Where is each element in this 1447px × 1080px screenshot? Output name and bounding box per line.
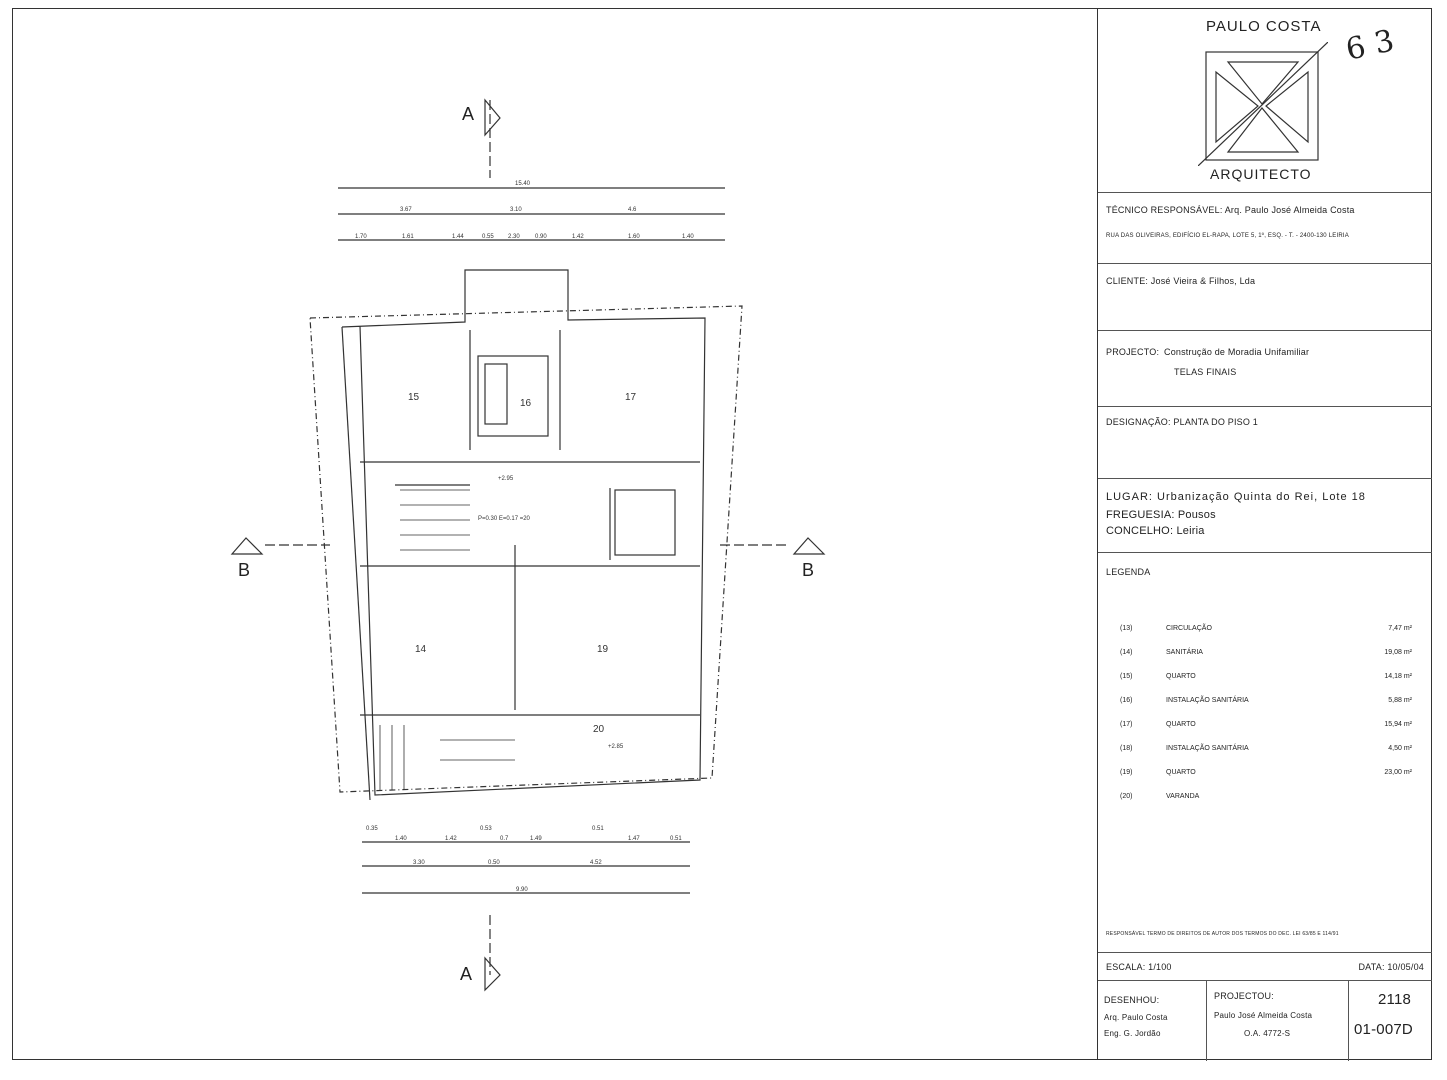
dim-label: 0.35 (366, 826, 378, 832)
room-label: 17 (625, 392, 637, 403)
legend-area: 23,00 m² (1384, 769, 1412, 776)
dim-label: 1.42 (572, 234, 584, 240)
legend-description: QUARTO (1166, 769, 1196, 776)
projecto-row: PROJECTO: Construção de Moradia Unifamil… (1098, 330, 1432, 406)
legend-number: (14) (1120, 649, 1133, 656)
legend-description: QUARTO (1166, 721, 1196, 728)
section-b-left: B (238, 560, 251, 580)
dim-label: 4.6 (628, 207, 637, 213)
projectou-name: Paulo José Almeida Costa (1214, 1011, 1313, 1020)
legend-number: (17) (1120, 721, 1133, 728)
legenda-row: LEGENDA (13) CIRCULAÇÃO 7,47 m² (14) SANITÁR… (1098, 552, 1432, 952)
designacao-row: DESIGNAÇÃO: PLANTA DO PISO 1 (1098, 406, 1432, 478)
escala-row: ESCALA: 1/100 DATA: 10/05/04 (1098, 952, 1432, 980)
dim-label: 1.40 (682, 234, 694, 240)
legend-area: 19,08 m² (1384, 649, 1412, 656)
architect-name: PAULO COSTA (1206, 18, 1322, 35)
legend-area: 4,50 m² (1388, 745, 1412, 752)
legend-area: 14,18 m² (1384, 673, 1412, 680)
legend-number: (15) (1120, 673, 1133, 680)
projecto-line1: Construção de Moradia Unifamiliar (1164, 347, 1310, 357)
projectou-label: PROJECTOU: (1214, 991, 1274, 1001)
legend-number: (13) (1120, 625, 1133, 632)
dim-label: 1.49 (530, 836, 542, 842)
dim-label: 9.90 (516, 887, 528, 893)
legend-number: (19) (1120, 769, 1133, 776)
dim-label: 0.53 (480, 826, 492, 832)
section-b-right: B (802, 560, 815, 580)
designacao: DESIGNAÇÃO: PLANTA DO PISO 1 (1106, 417, 1258, 427)
legend-area: 7,47 m² (1388, 625, 1412, 632)
section-a-bottom: A (460, 964, 473, 984)
dim-label: 1.42 (445, 836, 457, 842)
sheet-code: 01-007D (1354, 1021, 1413, 1038)
section-a-top: A (462, 104, 475, 124)
freguesia: FREGUESIA: Pousos (1106, 509, 1216, 521)
escala: ESCALA: 1/100 (1106, 962, 1172, 972)
data: DATA: 10/05/04 (1358, 962, 1424, 972)
dim-label: 3.10 (510, 207, 522, 213)
legal-note: RESPONSÁVEL TERMO DE DIREITOS DE AUTOR D… (1106, 931, 1339, 937)
cliente: CLIENTE: José Vieira & Filhos, Lda (1106, 276, 1256, 286)
dim-label: 1.44 (452, 234, 464, 240)
dim-label: 1.60 (628, 234, 640, 240)
level-label: +2.85 (608, 744, 624, 750)
lugar-row: LUGAR: Urbanização Quinta do Rei, Lote 1… (1098, 478, 1432, 552)
drawing-frame (12, 8, 1432, 1060)
sheet-number: 2118 (1378, 991, 1412, 1008)
architect-logo (1198, 42, 1328, 166)
tecnico-row: TÉCNICO RESPONSÁVEL: Arq. Paulo José Alm… (1098, 192, 1432, 248)
desenhou-name1: Arq. Paulo Costa (1104, 1013, 1168, 1022)
dim-label: 2.30 (508, 234, 520, 240)
legenda-title: LEGENDA (1106, 567, 1151, 577)
room-label: 15 (408, 392, 420, 403)
legend-description: INSTALAÇÃO SANITÁRIA (1166, 697, 1249, 704)
lugar: LUGAR: Urbanização Quinta do Rei, Lote 1… (1106, 491, 1366, 503)
projectou-registration: O.A. 4772-S (1244, 1029, 1291, 1038)
address: RUA DAS OLIVEIRAS, EDIFÍCIO EL-RAPA, LOT… (1106, 233, 1349, 239)
dim-label: 0.7 (500, 836, 509, 842)
legend-description: SANITÁRIA (1166, 649, 1203, 656)
handwritten-mark: 6 3 (1342, 23, 1398, 68)
desenhou-label: DESENHOU: (1104, 995, 1160, 1005)
dim-label: 4.52 (590, 860, 602, 866)
concelho: CONCELHO: Leiria (1106, 525, 1205, 537)
legend-description: CIRCULAÇÃO (1166, 625, 1212, 632)
legend-area: 15,94 m² (1384, 721, 1412, 728)
legend-description: QUARTO (1166, 673, 1196, 680)
room-label: 14 (415, 644, 427, 655)
dim-label: 15.40 (515, 181, 531, 187)
legend-area: 5,88 m² (1388, 697, 1412, 704)
dim-label: 1.61 (402, 234, 414, 240)
dim-label: 0.51 (670, 836, 682, 842)
room-label: 19 (597, 644, 609, 655)
stair-label: P=0.30 E=0.17 =20 (478, 516, 531, 522)
legend-description: VARANDA (1166, 793, 1200, 800)
architect-title: ARQUITECTO (1210, 166, 1312, 182)
dim-label: 0.51 (592, 826, 604, 832)
dim-label: 0.50 (488, 860, 500, 866)
dim-label: 1.40 (395, 836, 407, 842)
dim-label: 0.55 (482, 234, 494, 240)
dim-label: 3.67 (400, 207, 412, 213)
level-label: +2.95 (498, 476, 514, 482)
title-block: PAULO COSTA ARQUITECTO 6 3 TÉCNICO RESPO… (1097, 8, 1432, 1061)
legend-number: (20) (1120, 793, 1133, 800)
desenhou-name2: Eng. G. Jordão (1104, 1029, 1161, 1038)
room-label: 20 (593, 724, 605, 735)
dim-label: 0.90 (535, 234, 547, 240)
tecnico-responsavel: TÉCNICO RESPONSÁVEL: Arq. Paulo José Alm… (1106, 205, 1355, 215)
legend-number: (16) (1120, 697, 1133, 704)
projecto-label: PROJECTO: (1106, 347, 1160, 357)
signatures-row: DESENHOU: Arq. Paulo Costa Eng. G. Jordã… (1098, 980, 1432, 1061)
projecto-line2: TELAS FINAIS (1174, 367, 1237, 377)
dim-label: 3.30 (413, 860, 425, 866)
legend-number: (18) (1120, 745, 1133, 752)
room-label: 16 (520, 398, 532, 409)
cliente-row: CLIENTE: José Vieira & Filhos, Lda (1098, 263, 1432, 329)
legend-description: INSTALAÇÃO SANITÁRIA (1166, 745, 1249, 752)
dim-label: 1.70 (355, 234, 367, 240)
dim-label: 1.47 (628, 836, 640, 842)
